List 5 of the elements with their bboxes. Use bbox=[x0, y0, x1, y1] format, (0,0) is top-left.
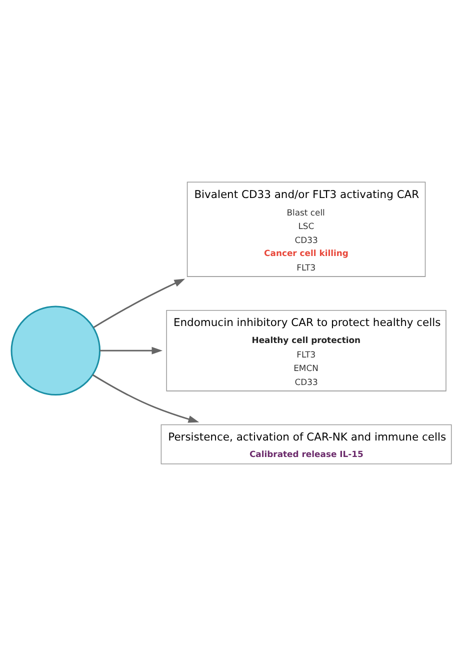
node-circle bbox=[10, 306, 101, 396]
node-box: Persistence, activation of CAR-NK and immune cells Calibrated release IL-15 bbox=[160, 424, 452, 464]
arrow bbox=[100, 346, 163, 354]
arrow bbox=[93, 278, 186, 328]
arrow bbox=[92, 374, 200, 423]
